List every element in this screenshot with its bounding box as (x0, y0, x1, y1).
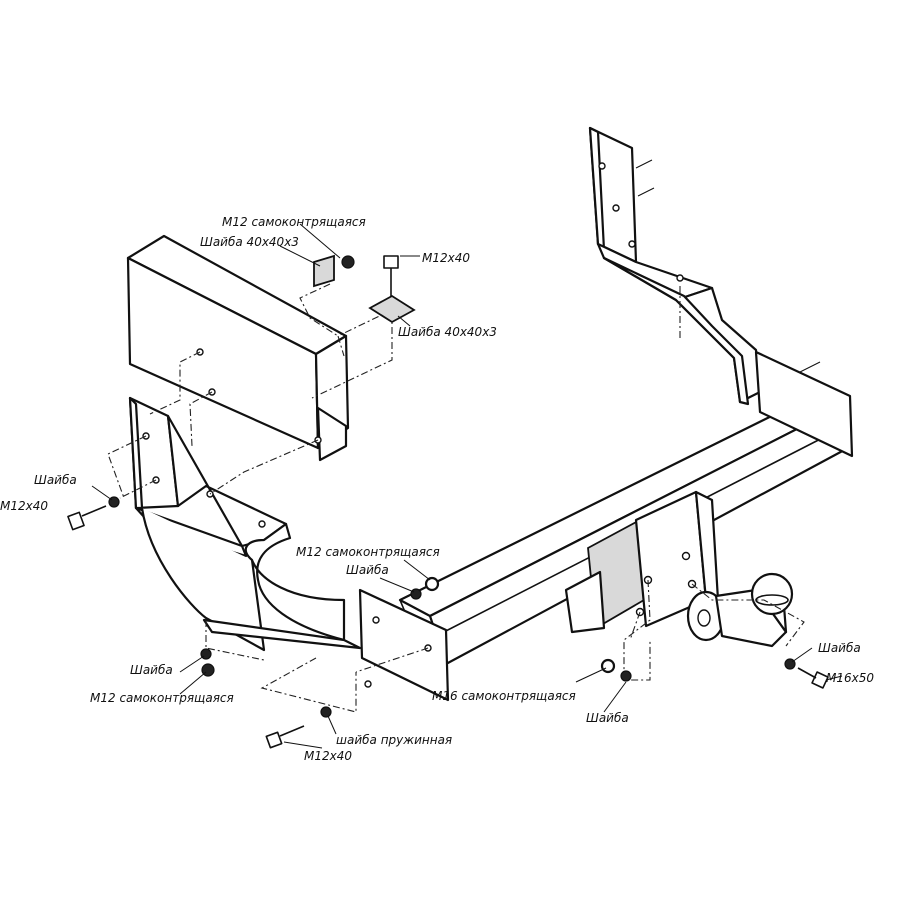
label-washer-right: Шайба (818, 641, 861, 655)
right-bracket-hole (628, 240, 636, 248)
square-washer-icon (313, 254, 335, 288)
nut-icon (341, 255, 355, 269)
lower-bracket-hole (258, 520, 266, 528)
label-spring-washer: шайба пружинная (336, 733, 452, 747)
left-plate-hole (372, 616, 380, 624)
washer-icon (620, 670, 632, 682)
bolt-icon (67, 511, 85, 531)
label-washer-40-top: Шайба 40x40x3 (200, 235, 299, 249)
left-plate-hole (364, 680, 372, 688)
label-m12-nut-top: M12 самоконтрящаяся (222, 215, 366, 229)
label-bolt-m12x40-left: M12x40 (0, 499, 48, 513)
right-beam-end-plate (754, 350, 854, 458)
fasteners (67, 254, 829, 749)
bolt-icon (811, 671, 829, 689)
right-bracket-hole (598, 162, 606, 170)
nut-icon (424, 576, 440, 592)
left-lower-bracket (128, 396, 362, 652)
label-washer-40-mid: Шайба 40x40x3 (398, 325, 497, 339)
square-washer-icon (368, 294, 416, 324)
label-bolt-m12x40-top: M12x40 (422, 251, 470, 265)
nut-icon (600, 658, 616, 674)
label-bolt-m16x50: M16x50 (826, 671, 874, 685)
spring-washer-icon (320, 706, 332, 718)
label-m16-nut: M16 самоконтрящаяся (432, 689, 576, 703)
label-leaders (91, 223, 843, 749)
right-bracket-hole (612, 204, 620, 212)
left-upper-box-bracket (126, 234, 350, 462)
assembly-axis-lines (107, 283, 805, 713)
label-bolt-m12x40-bottom: M12x40 (304, 749, 352, 763)
ball-mount-bracket (564, 490, 720, 634)
bolt-icon (265, 731, 283, 749)
label-m12-nut-bottom-left: M12 самоконтрящаяся (90, 691, 234, 705)
label-washer-center: Шайба (346, 563, 389, 577)
right-bracket-hole (676, 274, 684, 282)
bolt-icon (383, 255, 399, 269)
label-washer-left: Шайба (34, 473, 77, 487)
left-beam-end-plate (358, 588, 450, 702)
label-m12-nut-center: M12 самоконтрящаяся (296, 545, 440, 559)
mount-plate-hole (681, 551, 691, 561)
tow-ball (686, 572, 794, 648)
right-mounting-bracket (588, 126, 821, 406)
label-washer-m16: Шайба (586, 711, 629, 725)
callout-labels: M12 самоконтрящаяся Шайба 40x40x3 M12x40… (0, 215, 874, 763)
label-washer-bottom-left: Шайба (130, 663, 173, 677)
washer-icon (410, 588, 422, 600)
